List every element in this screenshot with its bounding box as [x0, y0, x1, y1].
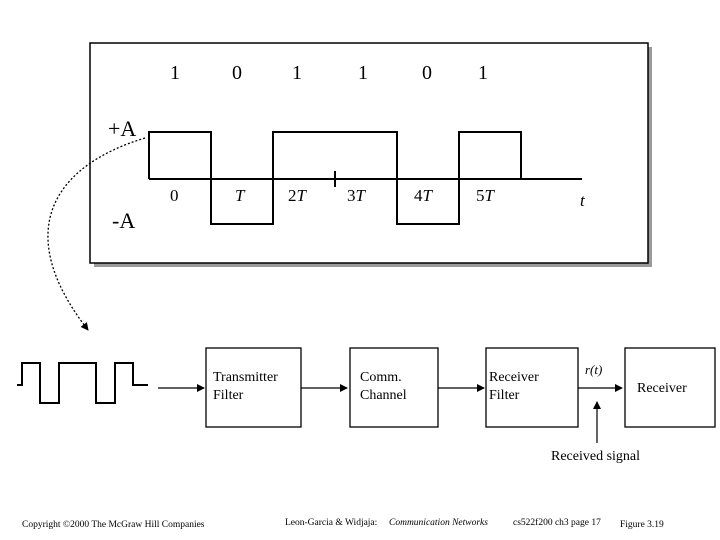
bit-label: 1: [358, 62, 368, 84]
minus-a-label: -A: [112, 208, 136, 233]
channel-label: Comm. Channel: [360, 370, 407, 403]
receiver-filter-label: Receiver Filter: [489, 370, 539, 403]
r-t-label: r(t): [585, 362, 603, 377]
pointer-arrow: [47, 137, 146, 331]
authors-text: Leon-Garcia & Widjaja:: [285, 518, 378, 528]
tick-label-2t: 2T: [288, 186, 306, 205]
bit-label: 0: [232, 62, 242, 84]
bit-label: 1: [170, 62, 180, 84]
origin-label: 0: [170, 186, 179, 205]
bit-label: 1: [292, 62, 302, 84]
waveform-panel: [89, 42, 649, 264]
small-waveform: [17, 362, 148, 404]
receiver-label: Receiver: [637, 381, 687, 396]
plus-a-label: +A: [108, 116, 137, 141]
book-title: Communication Networks: [389, 518, 488, 528]
figure-label: Figure 3.19: [620, 520, 664, 530]
receiver-block: [624, 347, 716, 428]
transmitter-filter-block: [205, 347, 302, 428]
tick-label-5t: 5T: [476, 186, 494, 205]
course-page-text: cs522f200 ch3 page 17: [513, 518, 601, 528]
bit-label: 1: [478, 62, 488, 84]
received-signal-label: Received signal: [551, 449, 641, 464]
nrz-waveform: [148, 131, 522, 225]
time-axis-label: t: [580, 191, 585, 210]
tick-label-4t: 4T: [414, 186, 432, 205]
tick-label-3t: 3T: [347, 186, 365, 205]
channel-block: [349, 347, 439, 428]
copyright-text: Copyright ©2000 The McGraw Hill Companie…: [22, 520, 205, 530]
receiver-filter-block: [485, 347, 579, 428]
tick-label-t: T: [235, 186, 245, 205]
bit-label: 0: [422, 62, 432, 84]
transmitter-filter-label: Transmitter Filter: [213, 370, 278, 403]
